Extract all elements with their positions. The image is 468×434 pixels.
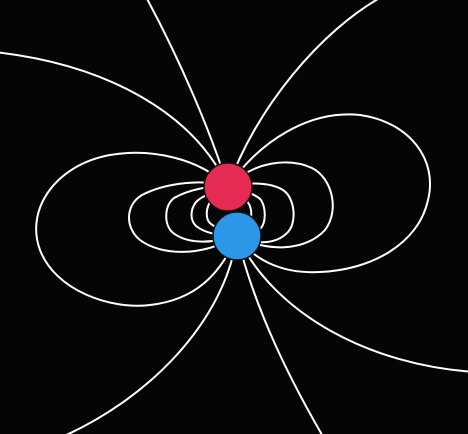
- field-line-loop-left-1: [35, 151, 238, 307]
- charges: [203, 162, 262, 261]
- field-line-bottom-right-steep: [236, 235, 323, 434]
- field-line-loop-right-3: [227, 182, 295, 244]
- positive-charge: [203, 162, 253, 212]
- field-line-bottom-left: [65, 235, 238, 434]
- field-line-loop-right-2: [227, 161, 334, 249]
- field-line-top-left-wide: [0, 51, 229, 188]
- field-line-loop-right-1: [227, 113, 431, 274]
- field-line-bottom-right-wide: [236, 235, 468, 373]
- field-line-top-right-steep: [227, 0, 379, 188]
- field-line-loop-left-3: [165, 185, 238, 243]
- field-line-loop-left-2: [128, 181, 238, 253]
- negative-charge: [212, 211, 262, 261]
